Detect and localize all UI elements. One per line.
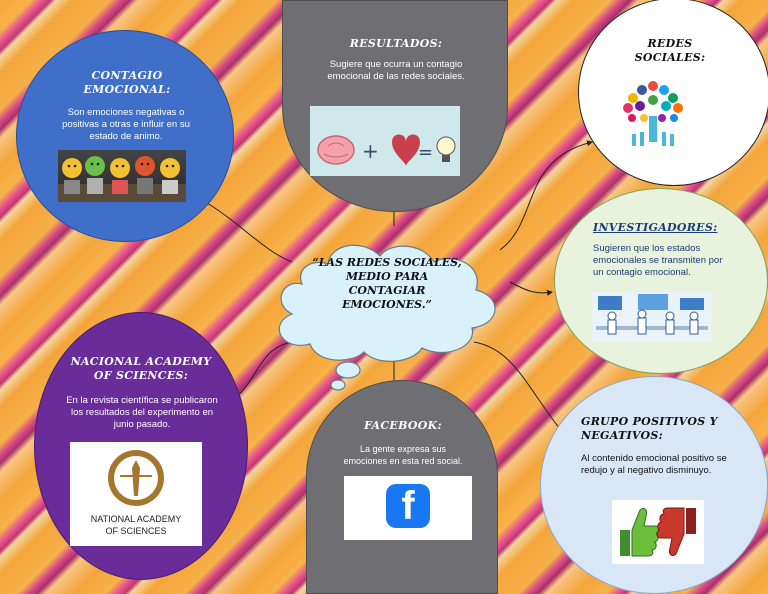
- node-redes-sociales: REDES SOCIALES:: [578, 0, 768, 186]
- center-cloud: “LAS REDES SOCIALES, MEDIO PARA CONTAGIA…: [262, 224, 516, 392]
- facebook-text: La gente expresa sus emociones en esta r…: [343, 444, 463, 466]
- nas-logo-line1: NATIONAL ACADEMY: [90, 514, 182, 524]
- thumbs-up-down-icon: [612, 500, 704, 564]
- social-tree-icon: [618, 78, 688, 150]
- contagio-title: CONTAGIO EMOCIONAL:: [83, 69, 171, 96]
- resultados-text: Sugiere que ocurra un contagio emocional…: [327, 59, 465, 82]
- nas-logo-line2: OF SCIENCES: [105, 526, 167, 536]
- grupo-title: GRUPO POSITIVOS Y NEGATIVOS:: [581, 415, 718, 442]
- arrow-to-contagio: [201, 199, 293, 263]
- contagio-text: Son emociones negativas o positivas a ot…: [62, 107, 190, 142]
- redes-title: REDES SOCIALES:: [634, 37, 706, 64]
- node-investigadores: INVESTIGADORES: Sugieren que los estados…: [554, 188, 768, 374]
- emoji-faces-image: [58, 150, 186, 202]
- node-contagio-emocional: CONTAGIO EMOCIONAL: Son emociones negati…: [16, 30, 234, 242]
- facebook-letter: f: [401, 484, 415, 528]
- researchers-lab-image: [592, 292, 712, 342]
- svg-text:+: +: [362, 139, 379, 163]
- investigadores-title: INVESTIGADORES:: [593, 221, 718, 234]
- brain-plus-heart-equals-bulb-image: + =: [310, 106, 460, 176]
- arrow-to-redes: [499, 140, 593, 251]
- arrow-to-investigadores: [509, 281, 553, 296]
- nacional-text: En la revista científica se publicaron l…: [66, 395, 218, 430]
- investigadores-text: Sugieren que los estados emocionales se …: [593, 243, 723, 278]
- center-text: “LAS REDES SOCIALES, MEDIO PARA CONTAGIA…: [312, 256, 462, 311]
- nas-logo: NATIONAL ACADEMY OF SCIENCES: [70, 442, 202, 546]
- resultados-title: RESULTADOS:: [349, 37, 443, 50]
- grupo-text: Al contenido emocional positivo se reduj…: [581, 453, 727, 476]
- nacional-title: NACIONAL ACADEMY OF SCIENCES:: [70, 355, 212, 382]
- svg-text:=: =: [418, 142, 433, 163]
- facebook-logo: f: [344, 476, 472, 540]
- facebook-title: FACEBOOK:: [364, 419, 442, 432]
